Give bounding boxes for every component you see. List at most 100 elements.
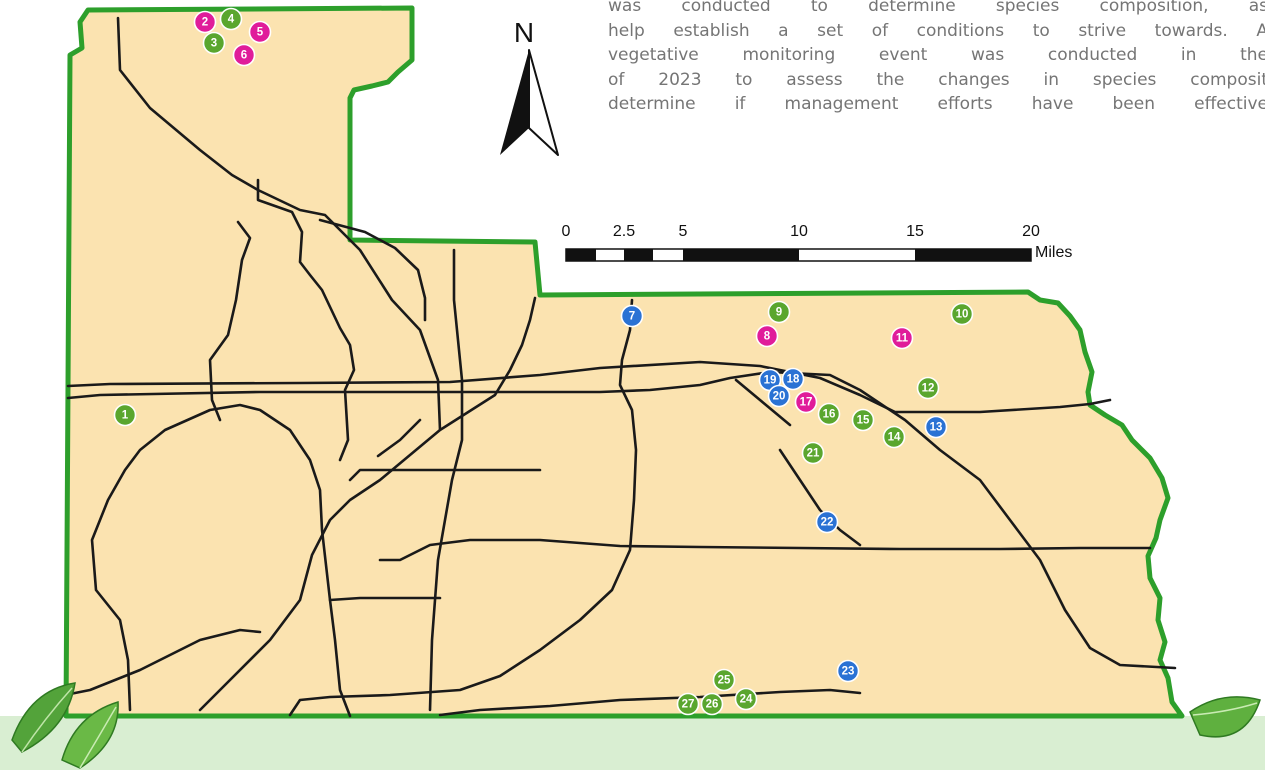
site-marker-18: 18 (781, 367, 805, 391)
site-marker-circle (712, 668, 736, 692)
site-marker-circle (676, 692, 700, 716)
site-marker-circle (734, 687, 758, 711)
site-marker-23: 23 (836, 659, 860, 683)
site-marker-9: 9 (767, 300, 791, 324)
site-marker-15: 15 (851, 408, 875, 432)
site-marker-label: 22 (821, 517, 834, 529)
scale-tick-label: 0 (562, 223, 571, 240)
site-marker-label: 12 (922, 383, 935, 395)
leaf-decoration-right (1189, 696, 1261, 738)
scale-tick-label: 20 (1022, 223, 1040, 240)
site-marker-label: 4 (228, 14, 235, 26)
site-marker-circle (113, 403, 137, 427)
site-marker-label: 23 (842, 666, 855, 678)
site-marker-label: 6 (241, 50, 247, 62)
site-marker-label: 5 (257, 27, 264, 39)
site-marker-label: 19 (764, 375, 777, 387)
site-marker-circle (851, 408, 875, 432)
site-marker-27: 27 (676, 692, 700, 716)
north-label: N (514, 17, 534, 48)
site-marker-circle (836, 659, 860, 683)
site-marker-22: 22 (815, 510, 839, 534)
paragraph-line: determine if management efforts have bee… (608, 94, 1265, 115)
site-marker-circle (890, 326, 914, 350)
site-marker-17: 17 (794, 390, 818, 414)
site-marker-5: 5 (248, 20, 272, 44)
site-marker-label: 27 (682, 699, 695, 711)
site-marker-label: 24 (740, 694, 753, 706)
scale-bar: 0 2.5 5 10 15 20 Miles (562, 223, 1072, 262)
site-marker-label: 17 (800, 397, 813, 409)
intro-paragraph: was conducted to determine species compo… (608, 0, 1265, 117)
site-marker-circle (794, 390, 818, 414)
paragraph-line: help establish a set of conditions to st… (608, 20, 1265, 41)
site-marker-16: 16 (817, 402, 841, 426)
site-marker-1: 1 (113, 403, 137, 427)
site-marker-circle (950, 302, 974, 326)
scale-tick-label: 10 (790, 223, 808, 240)
site-marker-10: 10 (950, 302, 974, 326)
site-marker-circle (193, 10, 217, 34)
site-marker-circle (219, 7, 243, 31)
site-marker-circle (767, 384, 791, 408)
road-network (58, 16, 1177, 718)
scale-tick-label: 15 (906, 223, 924, 240)
site-marker-label: 16 (823, 409, 836, 421)
site-marker-label: 14 (888, 432, 901, 444)
site-marker-3: 3 (202, 31, 226, 55)
site-marker-12: 12 (916, 376, 940, 400)
site-marker-circle (620, 304, 644, 328)
scale-tick-label: 5 (679, 223, 688, 240)
site-marker-label: 21 (807, 448, 820, 460)
site-marker-8: 8 (755, 324, 779, 348)
paragraph-line: was conducted to determine species compo… (608, 0, 1265, 16)
site-marker-26: 26 (700, 692, 724, 716)
site-marker-label: 10 (956, 309, 969, 321)
site-marker-label: 1 (122, 410, 129, 422)
site-marker-circle (700, 692, 724, 716)
site-marker-label: 9 (776, 307, 782, 319)
site-marker-label: 26 (706, 699, 719, 711)
site-marker-label: 7 (629, 311, 635, 323)
site-marker-label: 13 (930, 422, 943, 434)
north-arrow: N (500, 17, 559, 156)
site-marker-circle (232, 43, 256, 67)
leaf-decoration-left (11, 682, 119, 769)
site-marker-7: 7 (620, 304, 644, 328)
site-marker-circle (248, 20, 272, 44)
site-marker-24: 24 (734, 687, 758, 711)
site-marker-label: 2 (202, 17, 208, 29)
site-marker-circle (924, 415, 948, 439)
site-marker-6: 6 (232, 43, 256, 67)
scale-tick-label: 2.5 (613, 223, 635, 240)
county-boundary (63, 5, 1185, 719)
site-marker-20: 20 (767, 384, 791, 408)
site-marker-label: 3 (211, 38, 217, 50)
site-marker-label: 18 (787, 374, 800, 386)
site-marker-circle (801, 441, 825, 465)
site-marker-label: 20 (773, 391, 786, 403)
site-marker-4: 4 (219, 7, 243, 31)
footer-band (0, 716, 1265, 770)
site-marker-circle (781, 367, 805, 391)
site-marker-14: 14 (882, 425, 906, 449)
site-marker-21: 21 (801, 441, 825, 465)
site-marker-25: 25 (712, 668, 736, 692)
site-marker-circle (755, 324, 779, 348)
site-marker-13: 13 (924, 415, 948, 439)
site-marker-circle (767, 300, 791, 324)
site-marker-2: 2 (193, 10, 217, 34)
site-marker-circle (916, 376, 940, 400)
site-marker-label: 15 (857, 415, 870, 427)
site-marker-circle (882, 425, 906, 449)
site-marker-label: 25 (718, 675, 731, 687)
site-marker-11: 11 (890, 326, 914, 350)
site-marker-circle (817, 402, 841, 426)
scale-unit: Miles (1035, 244, 1072, 261)
site-marker-circle (202, 31, 226, 55)
paragraph-line: of 2023 to assess the changes in species… (608, 69, 1265, 90)
site-marker-label: 8 (764, 331, 771, 343)
site-marker-circle (815, 510, 839, 534)
